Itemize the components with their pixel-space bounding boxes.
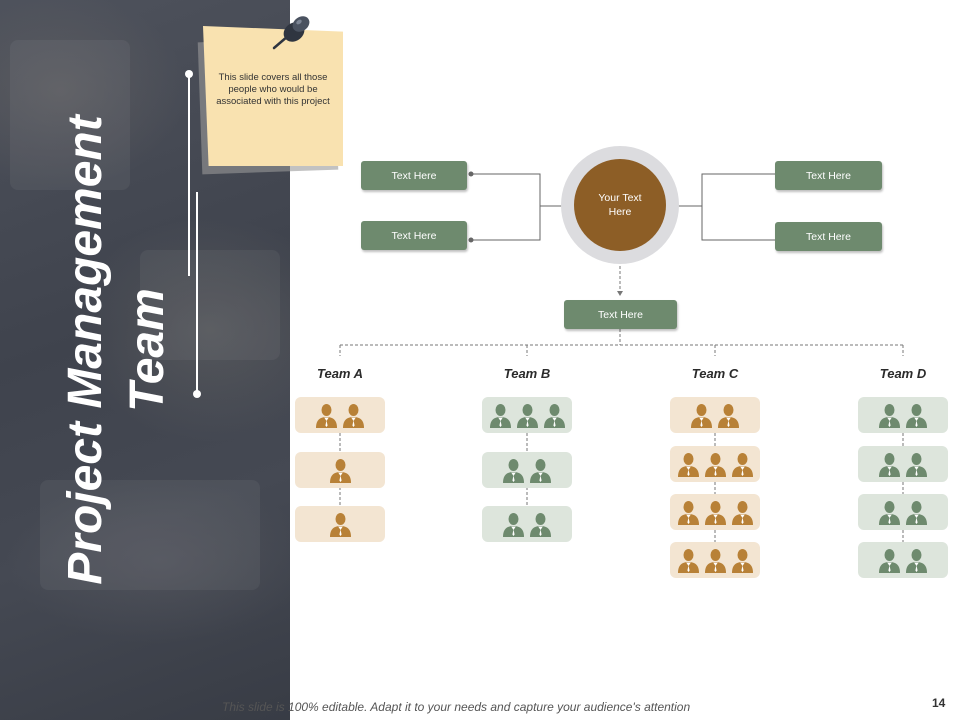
person-icon bbox=[906, 453, 927, 477]
person-icon bbox=[316, 404, 337, 428]
person-icon bbox=[731, 549, 753, 573]
person-icon bbox=[879, 404, 900, 428]
person-icon bbox=[906, 404, 927, 428]
team-group bbox=[482, 506, 572, 542]
center-circle: Your Text Here bbox=[574, 159, 666, 251]
decor-line-top bbox=[188, 74, 190, 276]
person-icon bbox=[343, 404, 364, 428]
decor-dot-top bbox=[185, 70, 193, 78]
person-icon bbox=[516, 404, 538, 428]
center-circle-label: Your Text Here bbox=[598, 192, 642, 218]
person-icon bbox=[879, 501, 900, 525]
box-left-bottom: Text Here bbox=[361, 221, 467, 250]
person-icon bbox=[718, 404, 739, 428]
team-label: Team B bbox=[503, 366, 551, 381]
team-group bbox=[670, 446, 760, 482]
person-icon bbox=[691, 404, 712, 428]
person-icon bbox=[704, 453, 726, 477]
person-icon bbox=[677, 549, 699, 573]
person-icon bbox=[329, 513, 351, 537]
team-group bbox=[482, 397, 572, 433]
box-middle: Text Here bbox=[564, 300, 677, 329]
team-group bbox=[295, 452, 385, 488]
decor-dot-bottom bbox=[193, 390, 201, 398]
sticky-note: This slide covers all those people who w… bbox=[203, 26, 343, 166]
person-icon bbox=[329, 459, 351, 483]
person-icon bbox=[677, 453, 699, 477]
person-icon bbox=[530, 513, 551, 537]
team-group bbox=[858, 397, 948, 433]
box-right-bottom: Text Here bbox=[775, 222, 882, 251]
team-group bbox=[858, 494, 948, 530]
sticky-note-text: This slide covers all those people who w… bbox=[216, 72, 330, 107]
person-icon bbox=[489, 404, 511, 428]
person-icon bbox=[906, 501, 927, 525]
team-group bbox=[482, 452, 572, 488]
person-icon bbox=[704, 501, 726, 525]
team-group bbox=[670, 397, 760, 433]
team-label: Team C bbox=[691, 366, 739, 381]
person-icon bbox=[677, 501, 699, 525]
person-icon bbox=[543, 404, 565, 428]
decor-line-bottom bbox=[196, 192, 198, 394]
box-right-top: Text Here bbox=[775, 161, 882, 190]
team-label: Team A bbox=[317, 366, 363, 381]
person-icon bbox=[879, 549, 900, 573]
push-pin-icon bbox=[272, 16, 310, 50]
team-group bbox=[670, 494, 760, 530]
team-group bbox=[295, 397, 385, 433]
box-left-top: Text Here bbox=[361, 161, 467, 190]
page-number: 14 bbox=[932, 696, 946, 710]
person-icon bbox=[704, 549, 726, 573]
person-icon bbox=[503, 459, 524, 483]
person-icon bbox=[503, 513, 524, 537]
person-icon bbox=[530, 459, 551, 483]
team-group bbox=[670, 542, 760, 578]
person-icon bbox=[731, 501, 753, 525]
team-group bbox=[858, 542, 948, 578]
person-icon bbox=[879, 453, 900, 477]
footer-text: This slide is 100% editable. Adapt it to… bbox=[222, 700, 691, 714]
team-group bbox=[295, 506, 385, 542]
team-group bbox=[858, 446, 948, 482]
person-icon bbox=[906, 549, 927, 573]
person-icon bbox=[731, 453, 753, 477]
team-label: Team D bbox=[879, 366, 927, 381]
